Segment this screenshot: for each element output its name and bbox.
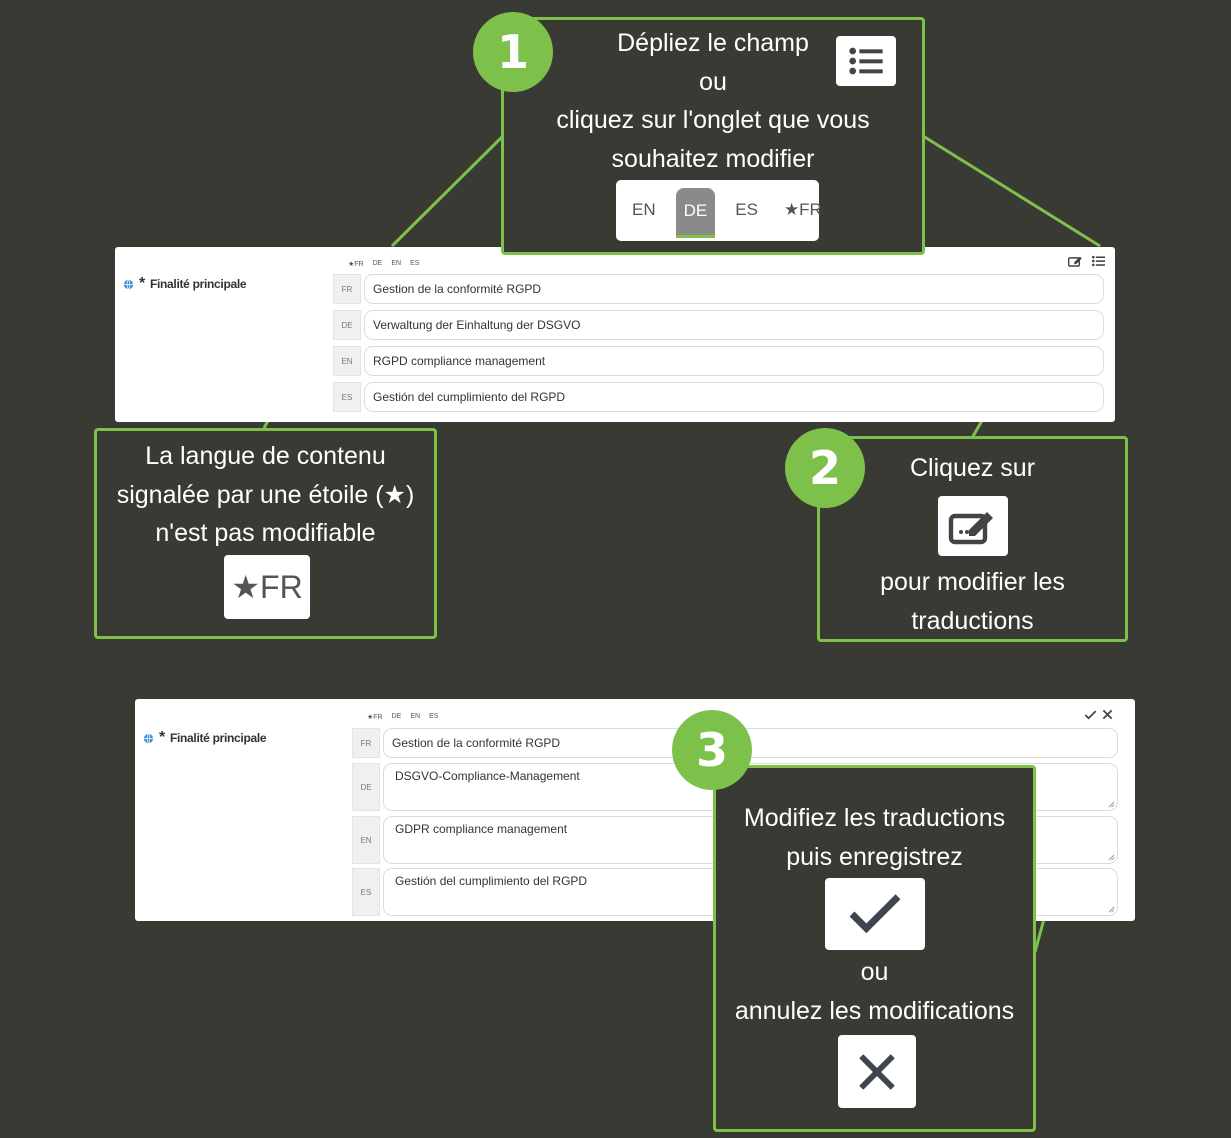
field-label: * Finalité principale [143,729,267,747]
step1-line1: Dépliez le champ [617,29,809,57]
mini-tab[interactable]: EN [391,260,402,267]
field-label-text: Finalité principale [169,731,267,745]
resize-grip-icon[interactable] [1108,801,1115,808]
required-mark: * [139,275,145,292]
mini-lang-tabs: ★FR DE EN ES [367,713,438,721]
tab-es[interactable]: ES [735,200,758,220]
step3-line3: ou [860,958,889,986]
field-label: * Finalité principale [123,275,247,293]
row-lang-code: ES [352,868,380,916]
step2-line1: Cliquez sur [909,454,1036,482]
globe-icon [123,279,134,289]
textarea-value: DSGVO-Compliance-Management [395,769,580,783]
row-lang-code: EN [352,816,380,864]
row-lang-code: DE [333,310,361,340]
fr-tab-label: ★FR [231,568,303,605]
list-icon-tile [836,36,896,86]
star-note-line3: n'est pas modifiable [155,519,376,547]
star-note-line1: La langue de contenu [145,442,386,470]
step1-callout: Dépliez le champ ou cliquez sur l'onglet… [501,17,925,255]
translation-field[interactable]: Gestión del cumplimiento del RGPD [364,382,1104,412]
edit-icon-tile [938,496,1008,556]
close-icon [859,1053,895,1090]
translation-field[interactable]: RGPD compliance management [364,346,1104,376]
step3-line4: annulez les modifications [734,996,1015,1025]
check-icon[interactable] [1084,709,1097,721]
save-icon-tile [825,878,925,950]
required-mark: * [159,729,165,746]
mini-tab[interactable]: ★FR [348,261,364,268]
list-icon [849,47,883,75]
globe-icon [143,733,154,743]
tab-en[interactable]: EN [632,200,656,220]
cancel-icon-tile [838,1035,916,1108]
step3-line2: puis enregistrez [786,842,963,871]
fr-tab-tile: ★FR [224,555,310,619]
check-icon [849,894,901,934]
step3-callout: Modifiez les traductions puis enregistre… [713,765,1036,1132]
star-note-callout: La langue de contenu signalée par une ét… [94,428,437,639]
textarea-value: Gestión del cumplimiento del RGPD [395,874,588,888]
row-lang-code: FR [333,274,361,304]
step2-badge: 2 [785,428,865,508]
step3-badge: 3 [672,710,752,790]
tab-de[interactable]: DE [675,188,716,238]
mini-tab[interactable]: ES [410,260,420,267]
step3-line1: Modifiez les traductions [743,804,1006,832]
translation-field[interactable]: Verwaltung der Einhaltung der DSGVO [364,310,1104,340]
mini-tab[interactable]: EN [410,713,421,720]
star-note-line2: signalée par une étoile (★) [116,480,415,509]
field-label-text: Finalité principale [149,277,247,291]
tab-fr[interactable]: ★FR [783,200,822,220]
row-lang-code: FR [352,728,380,758]
mini-lang-tabs: ★FR DE EN ES [348,260,419,268]
edit-icon [948,512,993,545]
step1-line2: ou [699,67,727,96]
step2-line2: pour modifier les [880,568,1065,596]
translation-panel-view: * Finalité principale ★FR DE EN ES FR Ge… [115,247,1115,422]
list-icon[interactable] [1092,255,1105,267]
row-lang-code: ES [333,382,361,412]
mini-tab[interactable]: ★FR [367,714,383,721]
row-lang-code: DE [352,763,380,811]
resize-grip-icon[interactable] [1108,854,1115,861]
lang-tabs-example: EN DE ES ★FR [616,180,822,241]
edit-icon[interactable] [1068,254,1083,268]
step2-line3: traductions [911,606,1034,635]
close-icon[interactable] [1102,709,1113,720]
translation-field[interactable]: Gestion de la conformité RGPD [364,274,1104,304]
step1-badge: 1 [473,12,553,92]
textarea-value: GDPR compliance management [395,822,568,836]
resize-grip-icon[interactable] [1108,906,1115,913]
mini-tab[interactable]: ES [429,713,439,720]
mini-tab[interactable]: DE [372,260,383,267]
row-lang-code: EN [333,346,361,376]
step2-callout: Cliquez sur pour modifier les traduction… [817,436,1128,642]
step1-line3: cliquez sur l'onglet que vous [556,106,870,134]
step1-line4: souhaitez modifier [611,144,815,173]
mini-tab[interactable]: DE [391,713,402,720]
